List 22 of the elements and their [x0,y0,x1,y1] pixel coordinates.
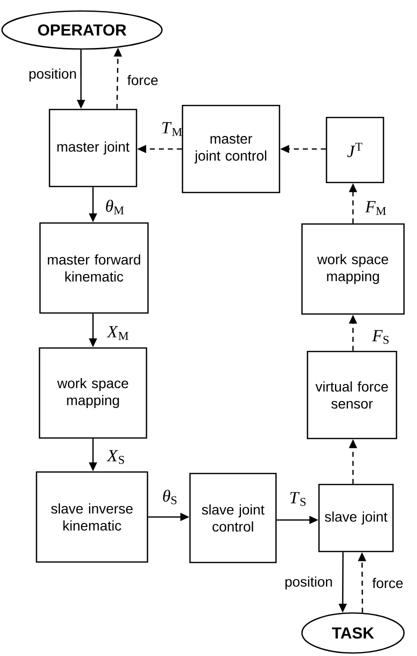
edge-label: T$_{M}$ [162,122,182,136]
process-box: master joint control [182,104,280,194]
process-box: master joint [48,108,138,188]
process-box: slave inverse kinematic [36,471,148,563]
edge-label: position [285,576,332,590]
process-box: work space mapping [301,223,405,315]
edge-label: force [127,74,158,86]
edge-label: F$_{M}$ [365,201,386,215]
edge-label: position [29,68,76,82]
edge-label: X$_{M}$ [106,326,128,340]
edge-label: T$_{S}$ [290,492,306,506]
process-box: J$^{T}$ [326,116,384,184]
process-box: work space mapping [38,347,148,439]
process-box: slave joint [318,484,394,552]
edge-label: F$_{S}$ [372,330,389,344]
edge-label: θ$_{M}$ [106,200,124,214]
process-box: master forward kinematic [39,222,149,314]
edge-label: force [372,578,403,588]
edge-label: X$_{S}$ [106,450,124,464]
process-box: virtual force sensor [306,350,398,440]
edge-label: θ$_{S}$ [163,490,176,504]
process-box: slave joint control [189,472,277,564]
